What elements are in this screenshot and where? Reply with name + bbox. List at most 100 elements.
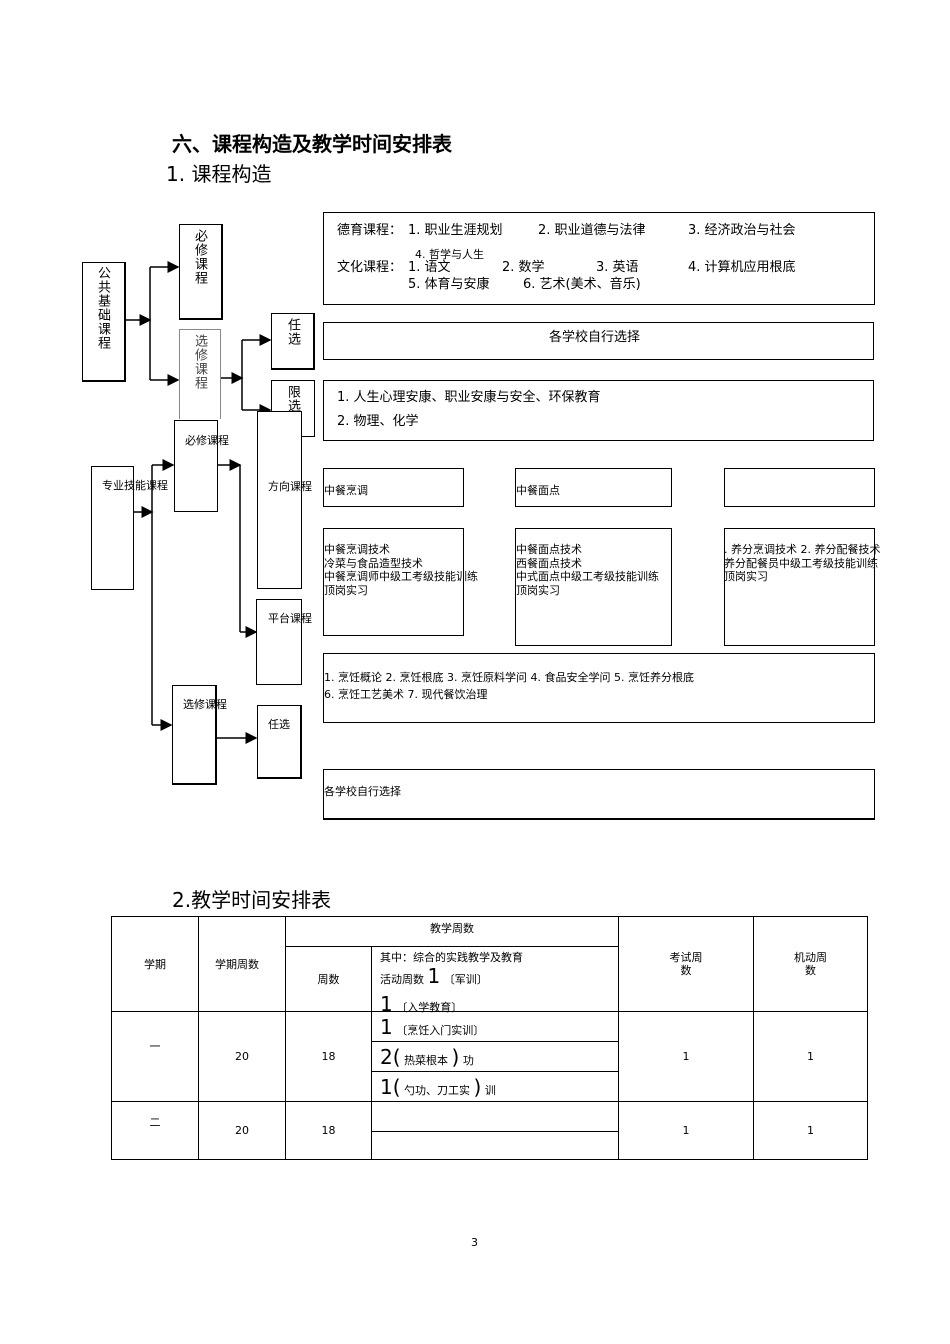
page-number: 3: [471, 1236, 478, 1249]
activity-4-close: ): [451, 1044, 460, 1069]
culture-label: 文化课程：: [337, 260, 403, 275]
direction-label: 方向课程: [268, 480, 312, 493]
elective-top-box: 选修课程: [179, 329, 221, 419]
required-top-box: 必修课程: [179, 224, 223, 320]
activity-3-name: 〔烹饪入门实训〕: [396, 1023, 485, 1037]
limited-item-1: 1. 人生心理安康、职业安康与安全、环保教育: [337, 390, 601, 405]
professional-label: 专业技能课程: [102, 479, 168, 492]
moral-label: 德育课程：: [337, 223, 403, 238]
activity-3-weeks: 1: [380, 1014, 393, 1039]
header-flex-weeks-text: 机动周数: [794, 951, 827, 977]
header-flex-weeks: 机动周数: [753, 916, 868, 1012]
direction-1-course: 顶岗实习: [324, 583, 368, 597]
activity-row-2: 1 〔入学教育〕: [380, 992, 618, 1017]
activity-1-name: 〔军训〕: [443, 973, 488, 986]
activity-5-suffix: 训: [484, 1083, 496, 1097]
direction-1-courses-box: [323, 528, 464, 636]
direction-3-courses: . 养分烹调技术 2. 养分配餐技术 养分配餐员中级工考级技能训练 顶岗实习: [724, 543, 880, 584]
culture-item-1: 1. 语文: [408, 260, 451, 275]
header-term: 学期: [111, 916, 199, 1012]
header-week-count: 周数: [285, 946, 372, 1012]
row2-exam-weeks: 1: [618, 1101, 754, 1160]
row1-term-weeks: 20: [198, 1011, 286, 1102]
row2-practice-2: [371, 1131, 619, 1160]
optional-top-label: 任选: [285, 318, 300, 346]
activity-row-1: 活动周数 1 〔军训〕: [380, 964, 618, 989]
optional-bottom-box: [257, 705, 302, 779]
header-activity-label: 活动周数: [380, 973, 424, 986]
required-mid-label: 必修课程: [185, 434, 229, 447]
moral-item-3: 3. 经济政治与社会: [688, 223, 796, 238]
culture-item-3: 3. 英语: [596, 260, 639, 275]
row2-term-weeks: 20: [198, 1101, 286, 1160]
direction-1-course: 中餐烹调师中级工考级技能训练: [324, 570, 478, 583]
section-heading: 六、课程构造及教学时间安排表: [172, 132, 452, 156]
direction-2-courses-box: [515, 528, 672, 646]
school-choice-box-bottom: [323, 769, 875, 820]
optional-bottom-label: 任选: [268, 718, 290, 731]
philosophy-item: 4. 哲学与人生: [415, 248, 484, 261]
direction-2-courses: 中餐面点技术 西餐面点技术 中式面点中级工考级技能训练 顶岗实习: [516, 543, 659, 597]
school-choice-top: 各学校自行选择: [549, 330, 641, 345]
direction-1-courses: 中餐烹调技术 冷菜与食品造型技术 中餐烹调师中级工考级技能训练 顶岗实习: [324, 543, 478, 597]
direction-3-course: . 养分烹调技术 2. 养分配餐技术: [724, 543, 881, 556]
moral-item-2: 2. 职业道德与法律: [538, 223, 646, 238]
activity-4-suffix: 功: [462, 1053, 474, 1067]
required-top-label: 必修课程: [192, 229, 207, 285]
public-basic-course-box: 公共基础课程: [82, 262, 126, 382]
part2-heading: 2.教学时间安排表: [172, 888, 332, 912]
activity-5-weeks: 1(: [380, 1074, 401, 1099]
header-exam-weeks-text: 考试周数: [669, 951, 703, 977]
activity-5: 1( 勺功、刀工实 ) 训: [371, 1071, 619, 1102]
activity-4-name: 热菜根本: [404, 1053, 449, 1067]
part1-heading: 1. 课程构造: [166, 162, 272, 186]
direction-1-box: [323, 468, 464, 507]
culture-item-4: 4. 计算机应用根底: [688, 260, 796, 275]
optional-top-box: 任选: [271, 313, 315, 370]
culture-item-5: 5. 体育与安康: [408, 277, 490, 292]
row1-flex-weeks: 1: [753, 1011, 868, 1102]
row1-teaching-weeks: 18: [285, 1011, 372, 1102]
elective-bottom-box: [172, 685, 217, 785]
platform-course-box: [256, 599, 302, 685]
direction-1-title: 中餐烹调: [324, 484, 368, 497]
activity-5-name: 勺功、刀工实: [404, 1083, 471, 1097]
platform-label: 平台课程: [268, 612, 312, 625]
row2-practice-1: [371, 1101, 619, 1132]
school-choice-bottom: 各学校自行选择: [324, 785, 401, 798]
direction-2-course: 中式面点中级工考级技能训练: [516, 570, 659, 583]
activity-4-weeks: 2(: [380, 1044, 401, 1069]
platform-content-box: [323, 653, 875, 723]
header-term-weeks: 学期周数: [198, 916, 286, 1012]
direction-3-box: [724, 468, 875, 507]
platform-course-line: 1. 烹饪概论 2. 烹饪根底 3. 烹饪原料学问 4. 食品安全学问 5. 烹…: [324, 671, 694, 684]
row2-term: 二: [111, 1101, 199, 1160]
direction-3-course: 顶岗实习: [724, 570, 768, 583]
elective-bottom-label: 选修课程: [183, 698, 227, 711]
platform-course-line: 6. 烹饪工艺美术 7. 现代餐饮治理: [324, 688, 488, 701]
direction-2-course: 西餐面点技术: [516, 556, 582, 570]
header-practice: 其中：综合的实践教学及教育 活动周数 1 〔军训〕 1 〔入学教育〕: [371, 946, 619, 1014]
row2-flex-weeks: 1: [753, 1101, 868, 1160]
activity-5-close: ): [473, 1074, 482, 1099]
public-required-content-box: [323, 212, 875, 305]
direction-2-course: 顶岗实习: [516, 583, 560, 597]
direction-course-box: [257, 411, 302, 589]
activity-2-weeks: 1: [380, 992, 393, 1016]
moral-item-1: 1. 职业生涯规划: [408, 223, 503, 238]
culture-item-2: 2. 数学: [502, 260, 545, 275]
limited-label: 限选: [285, 385, 300, 413]
direction-2-title: 中餐面点: [516, 484, 560, 497]
activity-2-name: 〔入学教育〕: [396, 1001, 463, 1014]
activity-4: 2( 热菜根本 ) 功: [371, 1041, 619, 1072]
row1-term: 一: [111, 1011, 199, 1102]
direction-1-course: 冷菜与食品造型技术: [324, 556, 423, 570]
professional-course-box: [91, 466, 134, 590]
required-mid-box: [174, 420, 218, 512]
row2-teaching-weeks: 18: [285, 1101, 372, 1160]
header-exam-weeks: 考试周数: [618, 916, 754, 1012]
direction-2-course: 中餐面点技术: [516, 543, 582, 556]
culture-item-6: 6. 艺术(美术、音乐): [523, 277, 641, 292]
activity-1-weeks: 1: [427, 964, 441, 988]
